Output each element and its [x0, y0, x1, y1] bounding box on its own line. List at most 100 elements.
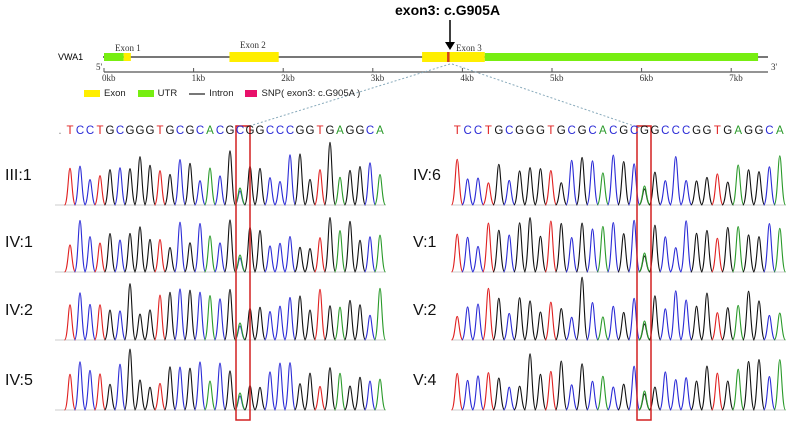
trace-peak-T: [482, 182, 495, 206]
trace-peak-C: [627, 297, 641, 341]
trace-peak-G: [752, 300, 766, 341]
trace-peak-A: [596, 225, 610, 273]
trace-peak-T: [482, 372, 495, 411]
trace-peak-G: [523, 300, 537, 341]
base-call: A: [336, 125, 344, 137]
trace-peak-C: [283, 296, 297, 341]
trace-peak-A: [333, 176, 347, 206]
trace-peak-T: [711, 237, 724, 273]
base-call: C: [567, 125, 576, 137]
trace-peak-C: [113, 310, 127, 341]
base-call: .: [58, 125, 62, 137]
trace-peak-C: [471, 245, 485, 273]
base-call: C: [629, 125, 639, 137]
base-call: C: [609, 125, 618, 137]
trace-peak-A: [773, 155, 787, 206]
trace-peak-G: [523, 217, 537, 273]
trace-peak-G: [700, 229, 714, 273]
trace-peak-A: [596, 375, 610, 411]
trace-peak-G: [575, 156, 589, 206]
base-call: G: [515, 125, 525, 137]
trace-peak-T: [313, 169, 327, 206]
tick-label: 3kb: [370, 73, 385, 83]
trace-peak-C: [83, 303, 97, 341]
base-call: T: [484, 125, 492, 137]
trace-peak-C: [679, 220, 693, 273]
trace-peak-C: [73, 165, 87, 206]
trace-peak-G: [103, 383, 117, 411]
trace-peak-G: [513, 297, 526, 341]
five-prime-label: 5': [96, 62, 103, 72]
exon1-label: Exon 1: [115, 43, 141, 53]
base-call: G: [619, 125, 629, 137]
tick-label: 6kb: [639, 73, 654, 83]
trace-peak-C: [173, 159, 187, 206]
trace-peak-G: [323, 367, 337, 411]
legend: Exon UTR Intron SNP( exon3: c.G905A ): [84, 88, 360, 99]
base-call: C: [671, 125, 680, 137]
three-prime-label: 3': [771, 62, 778, 72]
trace-peak-T: [313, 385, 327, 411]
trace-peak-C: [669, 247, 682, 273]
trace-peak-C: [502, 234, 516, 273]
trace-peak-C: [461, 178, 474, 206]
trace-peak-G: [143, 309, 157, 341]
trace-peak-G: [303, 372, 317, 411]
trace-peak-T: [450, 372, 464, 411]
base-call: T: [156, 125, 164, 137]
trace-peak-T: [544, 170, 558, 206]
trace-peak-G: [323, 305, 337, 341]
trace-peak-C: [627, 163, 641, 206]
trace-peak-G: [575, 276, 589, 341]
base-call: C: [505, 125, 514, 137]
base-call: C: [588, 125, 597, 137]
trace-peak-T: [482, 287, 495, 341]
trace-peak-G: [303, 248, 317, 273]
trace-peak-A: [333, 306, 347, 341]
trace-peak-A: [373, 287, 387, 341]
trace-peak-A: [731, 225, 745, 273]
trace-peak-C: [173, 221, 187, 273]
trace-peak-G: [534, 168, 547, 206]
legend-exon: Exon: [84, 88, 126, 99]
trace-peak-C: [263, 310, 277, 341]
sample-label: IV:5: [5, 372, 33, 389]
trace-peak-G: [143, 386, 157, 411]
trace-peak-G: [133, 156, 147, 206]
base-call: C: [235, 125, 245, 137]
trace-peak-A: [596, 172, 610, 206]
trace-peak-G: [223, 288, 237, 341]
trace-peak-A-mutant: [638, 185, 651, 206]
trace-peak-C: [586, 160, 599, 206]
trace-peak-G: [353, 239, 367, 273]
trace-peak-T: [711, 173, 724, 206]
trace-peak-T: [63, 167, 77, 206]
trace-peak-T: [450, 158, 464, 206]
trace-peak-G: [721, 380, 735, 411]
trace-peak-C: [363, 236, 377, 273]
trace-peak-T: [544, 301, 558, 341]
trace-peak-C: [263, 371, 277, 411]
trace-peak-G: [752, 359, 766, 411]
base-call: C: [85, 125, 95, 137]
trace-peak-C: [363, 380, 377, 411]
trace-peak-T: [544, 220, 558, 273]
trace-peak-C: [607, 386, 620, 411]
trace-peak-G: [223, 370, 237, 411]
sample-label: III:1: [5, 167, 32, 184]
trace-peak-G: [353, 304, 367, 341]
legend-utr: UTR: [137, 88, 177, 99]
base-call: G: [255, 125, 265, 137]
trace-peak-C: [607, 154, 620, 206]
trace-peak-G: [353, 376, 367, 411]
trace-peak-C: [679, 377, 693, 411]
base-call: G: [744, 125, 754, 137]
base-call: C: [275, 125, 285, 137]
utr5: [104, 53, 124, 61]
trace-peak-T: [93, 175, 107, 206]
snp-swatch: [245, 90, 258, 97]
trace-peak-C: [363, 314, 377, 341]
trace-peak-A: [373, 174, 387, 206]
base-call: T: [713, 125, 721, 137]
